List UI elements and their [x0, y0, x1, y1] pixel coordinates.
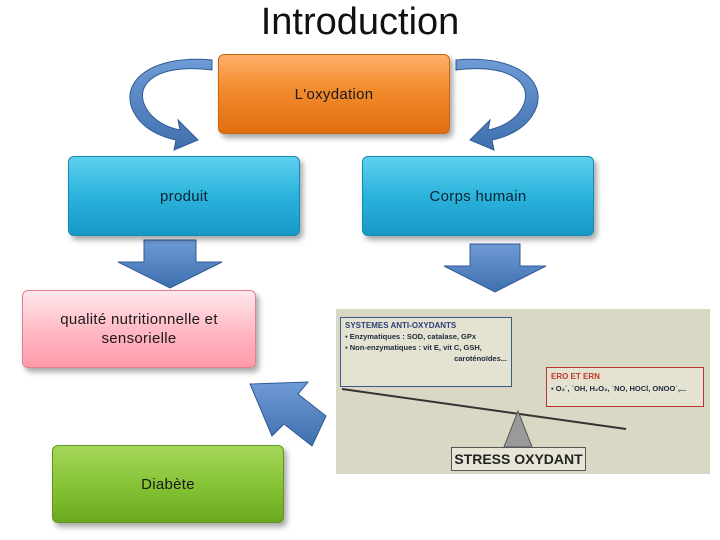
oxydation-box: L'oxydation: [218, 54, 450, 134]
diabete-box: Diabète: [52, 445, 284, 523]
anti-oxydants-box: SYSTEMES ANTI-OXYDANTS ▪ Enzymatiques : …: [340, 317, 512, 387]
ero-line-1: ▪ O₂˙, ˙OH, H₂O₂, ˙NO, HOCl, ONOO˙,...: [551, 384, 687, 393]
down-arrow-left-icon: [117, 239, 223, 289]
page-title: Introduction: [260, 1, 460, 43]
down-arrow-right-icon: [443, 243, 547, 293]
stress-oxydant-image: SYSTEMES ANTI-OXYDANTS ▪ Enzymatiques : …: [336, 309, 710, 474]
corps-humain-label: Corps humain: [429, 187, 527, 205]
curved-arrow-right-icon: [455, 58, 539, 151]
produit-label: produit: [160, 187, 208, 205]
diabete-label: Diabète: [141, 475, 195, 493]
anti-line-1: ▪ Enzymatiques : SOD, catalase, GPx: [345, 332, 477, 341]
qualite-box: qualité nutritionnelle et sensorielle: [22, 290, 256, 368]
anti-oxydants-title: SYSTEMES ANTI-OXYDANTS: [345, 321, 457, 330]
qualite-label: qualité nutritionnelle et sensorielle: [60, 311, 218, 347]
ero-ern-box: ERO ET ERN ▪ O₂˙, ˙OH, H₂O₂, ˙NO, HOCl, …: [546, 367, 704, 407]
oxydation-label: L'oxydation: [294, 85, 374, 103]
produit-box: produit: [68, 156, 300, 236]
diagonal-arrow-icon: [249, 381, 327, 447]
curved-arrow-left-icon: [129, 58, 213, 151]
stress-oxydant-label: STRESS OXYDANT: [451, 447, 586, 471]
anti-line-2: ▪ Non-enzymatiques : vit E, vit C, GSH,: [345, 343, 482, 352]
ero-ern-title: ERO ET ERN: [551, 372, 600, 381]
anti-line-3: caroténoïdes...: [454, 354, 507, 363]
corps-humain-box: Corps humain: [362, 156, 594, 236]
